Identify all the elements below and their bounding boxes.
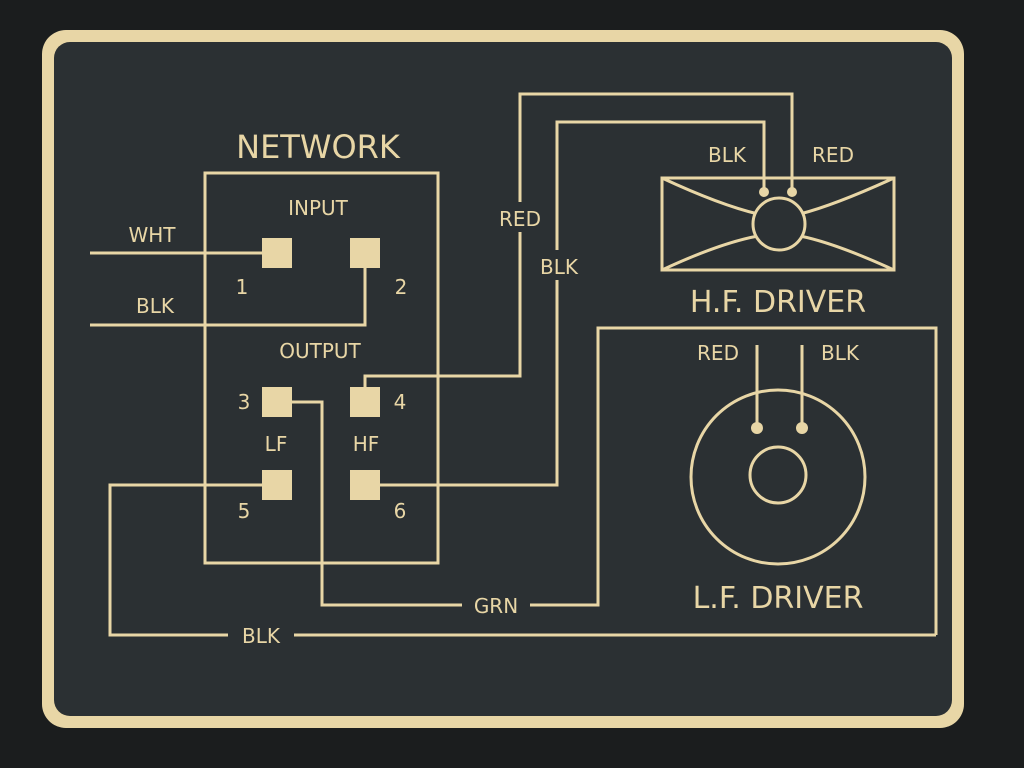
input-label: INPUT — [288, 196, 349, 220]
terminal-number-6: 6 — [394, 499, 407, 523]
lf-right-label: BLK — [821, 341, 860, 365]
hf-driver-flare — [661, 176, 895, 272]
terminal-number-2: 2 — [395, 275, 408, 299]
lf-driver-dustcap — [748, 445, 808, 505]
hf-driver-diaphragm — [751, 196, 807, 252]
terminal-2 — [350, 238, 380, 268]
wire-label-hf-blk: BLK — [540, 255, 579, 279]
wire-label-hf-red: RED — [499, 207, 541, 231]
terminal-4 — [350, 387, 380, 417]
lf-driver-cone — [689, 388, 867, 566]
hf-terminal-right — [787, 187, 797, 197]
hf-left-label: BLK — [708, 143, 747, 167]
network-title: NETWORK — [236, 128, 401, 166]
hf-driver-title: H.F. DRIVER — [690, 285, 866, 320]
lf-left-label: RED — [697, 341, 739, 365]
wire-hf-red — [363, 92, 794, 387]
wire-bottom-blk — [108, 483, 936, 637]
lf-driver-title: L.F. DRIVER — [693, 581, 864, 616]
terminal-number-3: 3 — [238, 390, 251, 414]
hf-label: HF — [353, 432, 380, 456]
wire-hf-blk — [380, 120, 766, 487]
terminal-1 — [262, 238, 292, 268]
terminal-3 — [262, 387, 292, 417]
wire-label-grn: GRN — [474, 594, 518, 618]
wire-label-bg-blk — [530, 250, 590, 280]
output-label: OUTPUT — [279, 339, 361, 363]
wire-label-bg-bottom-blk — [228, 622, 294, 648]
wire-label-input-blk: BLK — [136, 294, 175, 318]
lf-terminal-right — [796, 422, 808, 434]
wire-label-bottom-blk: BLK — [242, 624, 281, 648]
lf-label: LF — [265, 432, 288, 456]
lf-terminal-left — [751, 422, 763, 434]
terminal-5 — [262, 470, 292, 500]
hf-driver-horn — [660, 176, 896, 272]
terminal-number-4: 4 — [394, 390, 407, 414]
terminal-6 — [350, 470, 380, 500]
wire-label-bg-red — [490, 202, 552, 232]
wire-label-wht: WHT — [128, 223, 176, 247]
hf-right-label: RED — [812, 143, 854, 167]
terminal-number-5: 5 — [238, 499, 251, 523]
terminal-number-1: 1 — [236, 275, 249, 299]
wire-label-bg-grn — [462, 592, 530, 618]
wire-input-blk — [90, 268, 367, 327]
wire-grn — [292, 326, 938, 635]
hf-terminal-left — [759, 187, 769, 197]
